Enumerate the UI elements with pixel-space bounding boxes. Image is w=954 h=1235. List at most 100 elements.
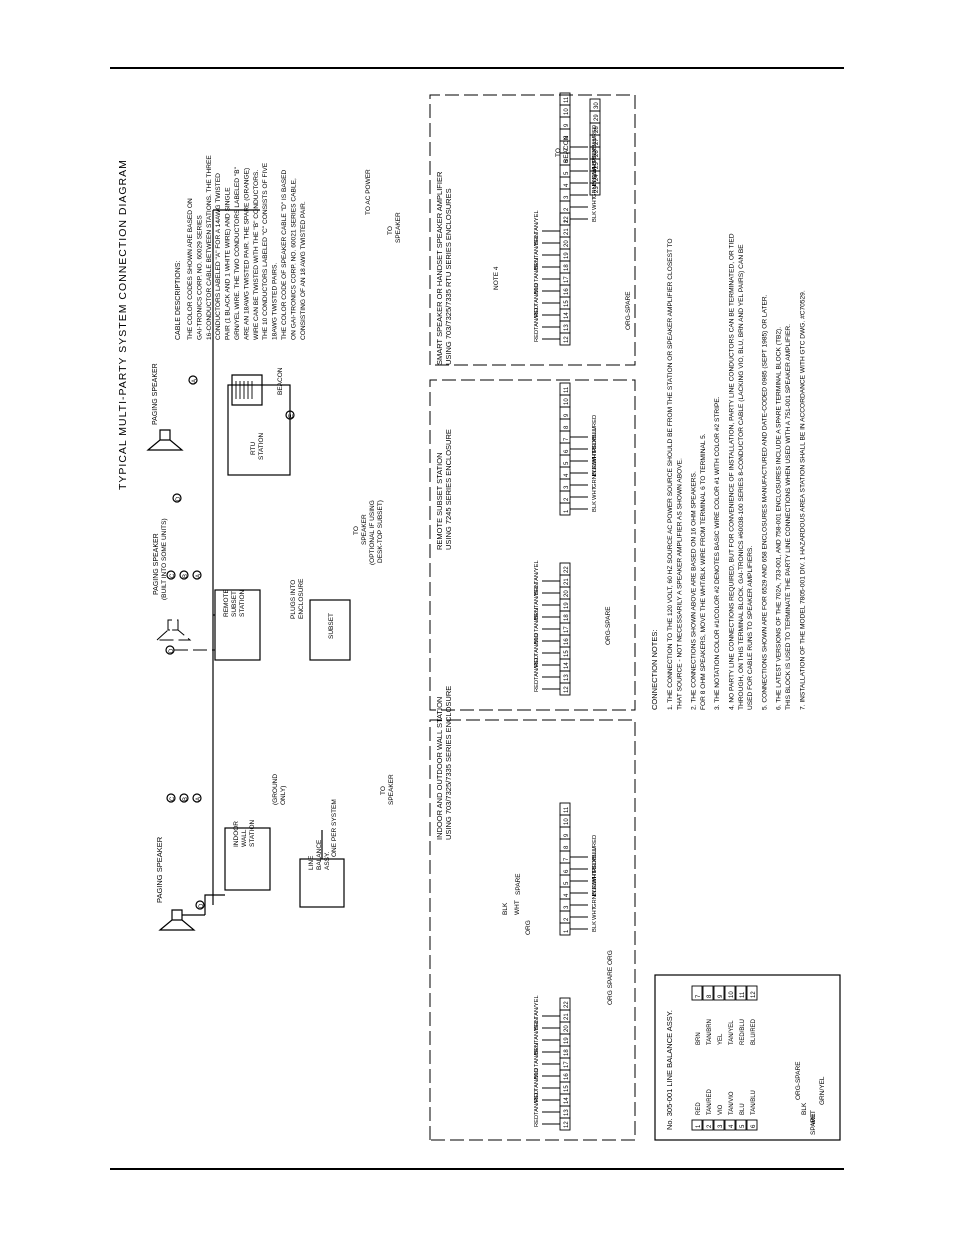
cable-description-line: THE COLOR CODE OF SPEAKER CABLE "D" IS B… [281,169,288,340]
smart-right-wire-label: GRN/YEL [592,172,598,198]
rotated-drawing: TYPICAL MULTI-PARTY SYSTEM CONNECTION DI… [117,92,841,1141]
smart-left-wire-label: BLU [534,283,540,294]
remote-left-terminal-number: 17 [564,626,570,633]
indoor-right-terminal-number: 9 [564,833,570,837]
cable-tags-left: A B C [166,793,202,803]
remote-left-wire-label: TAN/BLU [534,608,540,632]
smart-left-terminal-number: 13 [564,324,570,331]
one-per-system-label: ONE PER SYSTEM [331,799,338,857]
remote-right-terminal-cell [559,382,571,396]
remote-left-terminal-cell [559,562,571,576]
spare-wht: WHT [514,900,521,915]
lb-left-cell [746,1119,758,1131]
indoor-right-terminal-number: 5 [564,881,570,885]
indoor-right-terminal-cell [559,802,571,816]
built-in-speaker-label-2: (BUILT INTO SOME UNITS) [161,518,168,600]
remote-left-wire-label: VIO [534,658,540,668]
indoor-left-terminal-number: 13 [564,1109,570,1116]
beacon-terminal-number: 25 [594,162,600,169]
indoor-wall-station-label-1: INDOOR [233,821,240,847]
line-balance-box [654,974,841,1141]
rtu-station-box [227,384,291,476]
org-spare-smart: ORG-SPARE [625,291,632,330]
smart-right-terminal-cell [559,92,571,106]
indoor-right-wire-label: RED/BLU [592,847,598,872]
smart-right-terminal-number: 9 [564,123,570,127]
remote-right-wire-label: GRN/YEL [592,462,598,488]
cable-tags-middle: A B C [166,570,202,580]
lb-right-term: 9 [718,994,724,998]
cable-description-line: WIRE CAN BE TWISTED WITH THE "B" CONDUCT… [253,170,260,340]
lb-right-term: 11 [740,991,746,998]
indoor-left-terminal-number: 15 [564,1085,570,1092]
smart-right-terminal-number: 6 [564,159,570,163]
remote-left-terminal-number: 14 [564,662,570,669]
smart-right-wire-label: BLK/WHT [592,160,598,186]
connection-note-line: 6. THE LATEST VERSIONS OF THE 702A, 733-… [776,327,783,710]
remote-subset-label-3: STATION [239,589,246,617]
indoor-left-terminal-number: 19 [564,1037,570,1044]
remote-left-wire-label: RED [534,680,540,692]
smart-left-wire-label: TAN/BRN [534,233,540,258]
connection-note-line: 4. NO PARTY LINE CONNECTIONS REQUIRED, B… [729,233,736,710]
cable-d-tag-rtu [172,493,182,503]
cable-description-line: GRN/YEL WIRE. THE TWO CONDUCTORS LABELED… [234,166,241,340]
rtu-label-1: RTU [250,441,257,455]
lb-right-term: 12 [751,991,757,998]
smart-speaker-title-1: SMART SPEAKER OR HANDSET SPEAKER AMPLIFI… [435,171,444,365]
line-balance-rows: 1RED2TAN/RED3VIO4TAN/VIO5BLU6TAN/BLU7BRN… [691,985,758,1131]
indoor-left-terminal-number: 14 [564,1097,570,1104]
indoor-left-wire-label: TAN/YEL [534,994,540,1019]
smart-right-terminal-number: 3 [564,195,570,199]
indoor-wall-station-label-3: STATION [249,819,256,847]
remote-subset-label-1: REMOTE [223,589,230,617]
smart-right-terminal-number: 1 [564,219,570,223]
svg-text:B: B [183,797,189,801]
to-speaker-1-b: SPEAKER [388,774,395,805]
built-in-speaker-label-1: PAGING SPEAKER [153,533,160,595]
beacon-terminal-cell [589,98,601,112]
lb-right-cell [713,985,725,1001]
lb-right-wire: TAN/BRN [707,1019,713,1045]
remote-right-terminal-number: 11 [564,386,570,393]
subset-label: SUBSET [328,613,335,639]
indoor-outdoor-title-2: USING 703/7325/7335 SERIES ENCLOSURE [444,686,453,840]
remote-right-wire-label: BLU/RED [592,415,598,440]
smart-right-terminal-number: 7 [564,147,570,151]
lb-left-wire: RED [696,1102,702,1115]
smart-left-terminal-number: 17 [564,276,570,283]
cable-description-line: CONDUCTORS LABELED "A" FOR A 14AWG TWIST… [215,173,222,340]
note-4-label: NOTE 4 [493,266,500,290]
indoor-right-terminal-number: 2 [564,917,570,921]
remote-right-terminal-number: 1 [564,509,570,513]
cable-description-line: THE COLOR CODES SHOWN ARE BASED ON [187,198,194,340]
to-ac-power: TO AC POWER [365,169,372,215]
connection-note-line: 5. CONNECTIONS SHOWN ARE FOR 6529 AND 65… [761,294,768,710]
indoor-right-terminal-number: 11 [564,806,570,813]
to-speaker-2-a: TO [353,526,360,535]
connection-note-line: THAT SOURCE - NOT NECESSARILY A SPEAKER … [676,458,683,710]
smart-right-terminal-number: 4 [564,183,570,187]
remote-right-terminal-number: 2 [564,497,570,501]
remote-right-terminal-number: 8 [564,425,570,429]
cable-description-line: THE 10 CONDUCTORS LABELED "C" CONSISTS O… [262,162,269,340]
lb-right-wire: BRN [696,1032,702,1045]
org-spare-indoor: ORG SPARE ORG [607,950,614,1005]
indoor-wall-station-label-2: WALL [241,829,248,847]
beacon-terminal-number: 23 [594,186,600,193]
smart-right-wire-label: WHT/BLK [592,148,598,174]
lb-right-cell [691,985,703,1001]
paging-speaker-right-label: PAGING SPEAKER [152,363,159,425]
smart-left-wire-label: TAN/BLU [534,258,540,282]
cable-description-line: GAI-TRONICS CORP. NO. 60029 SERIES [196,215,203,340]
subset-box [309,599,351,661]
smart-right-terminal-number: 8 [564,135,570,139]
lb-left-cell [702,1119,714,1131]
lb-left-wire: VIO [718,1104,724,1115]
cable-d-label-subset: D [169,648,175,653]
indoor-left-terminal-number: 17 [564,1061,570,1068]
smart-left-terminal-number: 21 [564,228,570,235]
line-balance-assy-label-1: LINE [308,855,315,870]
